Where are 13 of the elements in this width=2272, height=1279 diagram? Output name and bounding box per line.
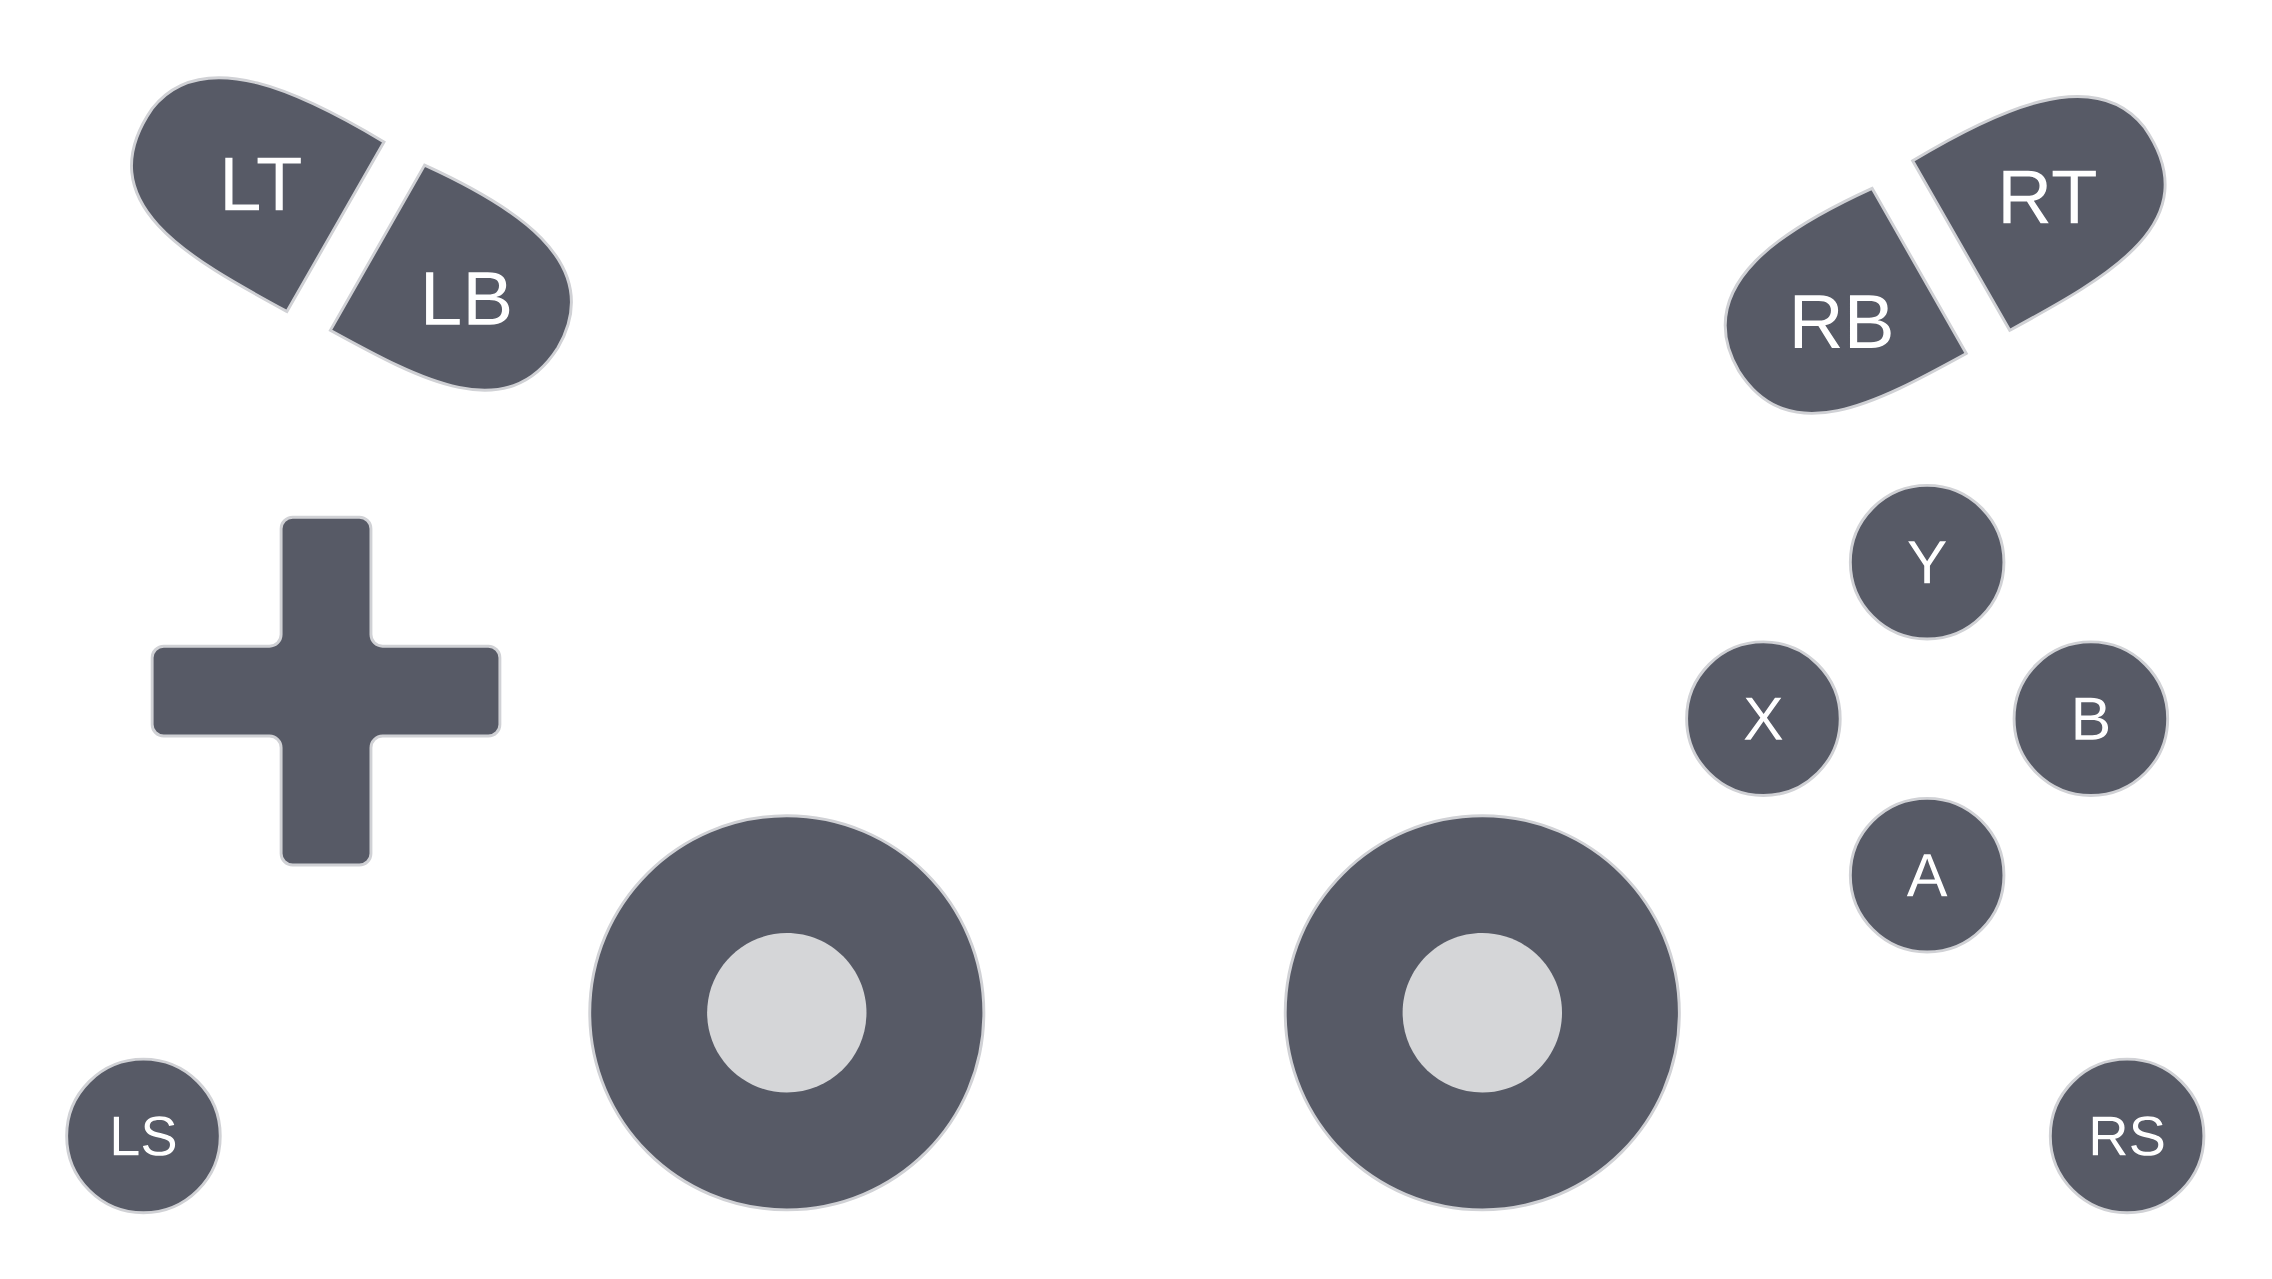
trigger-button: RB: [1723, 186, 1968, 415]
trigger-button: LB: [328, 163, 573, 392]
round-button: RS: [2048, 1057, 2206, 1214]
thumbstick: [1283, 814, 1681, 1212]
round-button: LS: [65, 1057, 222, 1214]
d-pad: [150, 515, 502, 867]
thumbstick: [588, 814, 986, 1212]
round-button: Y: [1848, 483, 2006, 641]
trigger-button: RT: [1911, 94, 2167, 332]
round-button: B: [2012, 640, 2170, 797]
round-button: A: [1848, 796, 2006, 954]
trigger-button: LT: [130, 76, 386, 313]
round-button: X: [1685, 640, 1842, 797]
